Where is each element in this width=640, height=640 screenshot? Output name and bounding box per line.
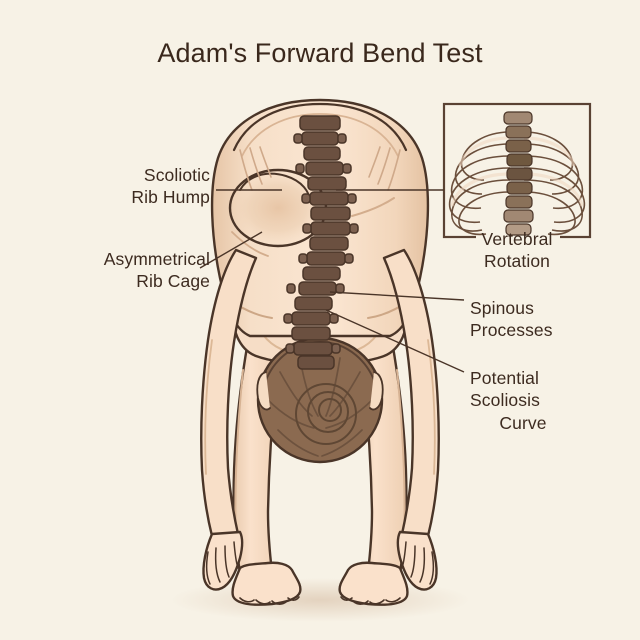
right-foot (338, 561, 409, 606)
inset-vertebra (503, 209, 534, 223)
label-vertebral-rotation: Vertebral Rotation (481, 229, 553, 272)
leader-scoliosis-curve (325, 309, 465, 373)
right-fingers (401, 541, 435, 585)
inset-vertebra (506, 167, 533, 181)
hair-crown-swirl-inner (318, 398, 342, 422)
right-scapula-lines (368, 146, 401, 191)
scoliosis-curve-line-1: Potential (470, 368, 540, 388)
vertebra (305, 161, 344, 176)
inset-vertebra (506, 153, 533, 167)
vertebra (303, 146, 341, 161)
left-foot (231, 561, 302, 606)
right-toes (340, 596, 401, 605)
hair-crown-swirl-mid (307, 391, 349, 433)
inset-vertebra (505, 125, 532, 139)
inset-vertebra (505, 195, 533, 209)
spinal-column (283, 115, 359, 370)
vertebra (298, 281, 337, 296)
vertebra (309, 191, 349, 206)
vertebra (310, 221, 351, 236)
vertebra (306, 251, 346, 266)
leader-lines (199, 189, 465, 373)
inset-vertebra (506, 181, 533, 195)
scoliosis-curve-line-2: Scoliosis (470, 390, 540, 411)
transverse-processes (283, 133, 359, 354)
vertebra (299, 115, 341, 131)
inset-ribs-left (448, 131, 511, 236)
inset-diagram (442, 102, 592, 244)
vertebra (291, 326, 331, 341)
leader-rib-cage (199, 231, 263, 269)
vertebra (307, 176, 347, 191)
right-flank-crease (351, 197, 395, 217)
vertebra (302, 266, 341, 281)
vertebra (297, 355, 335, 370)
left-scapula-lines (239, 146, 272, 191)
leader-spinous (329, 291, 465, 301)
vertebrae (291, 115, 351, 370)
vertebra (310, 206, 351, 221)
vertebra (309, 236, 349, 251)
left-toes (239, 596, 300, 605)
rib-hump-contour (239, 172, 311, 203)
left-hand (202, 530, 244, 591)
vertebra (294, 296, 333, 311)
vertebra (291, 311, 331, 326)
inset-vertebral-column (503, 111, 534, 236)
label-asymmetrical-rib-cage: Asymmetrical Rib Cage (103, 249, 210, 292)
inset-vertebra (505, 223, 532, 236)
label-scoliotic-rib-hump: Scoliotic Rib Hump (131, 165, 210, 208)
vertebra (293, 341, 333, 356)
label-potential-scoliosis-curve: Potential Scoliosis Curve (470, 367, 630, 434)
upper-back-ridge (232, 102, 408, 152)
scoliosis-curve-line-3: Curve (499, 412, 547, 433)
left-fingers (205, 541, 239, 585)
page-title: Adam's Forward Bend Test (157, 38, 483, 68)
upper-back-ridge-inner (241, 113, 399, 157)
inset-vertebra (503, 111, 533, 125)
right-ear (369, 371, 384, 411)
vertebra (301, 131, 339, 146)
left-arm-shade (204, 339, 213, 475)
right-hand (396, 530, 438, 591)
label-spinous-processes: Spinous Processes (470, 298, 553, 341)
right-arm-shade (427, 339, 436, 475)
left-flank-crease (231, 231, 269, 257)
left-ear (256, 371, 271, 411)
inset-vertebra (505, 139, 532, 153)
hair-crown-swirl-outer (295, 383, 357, 445)
